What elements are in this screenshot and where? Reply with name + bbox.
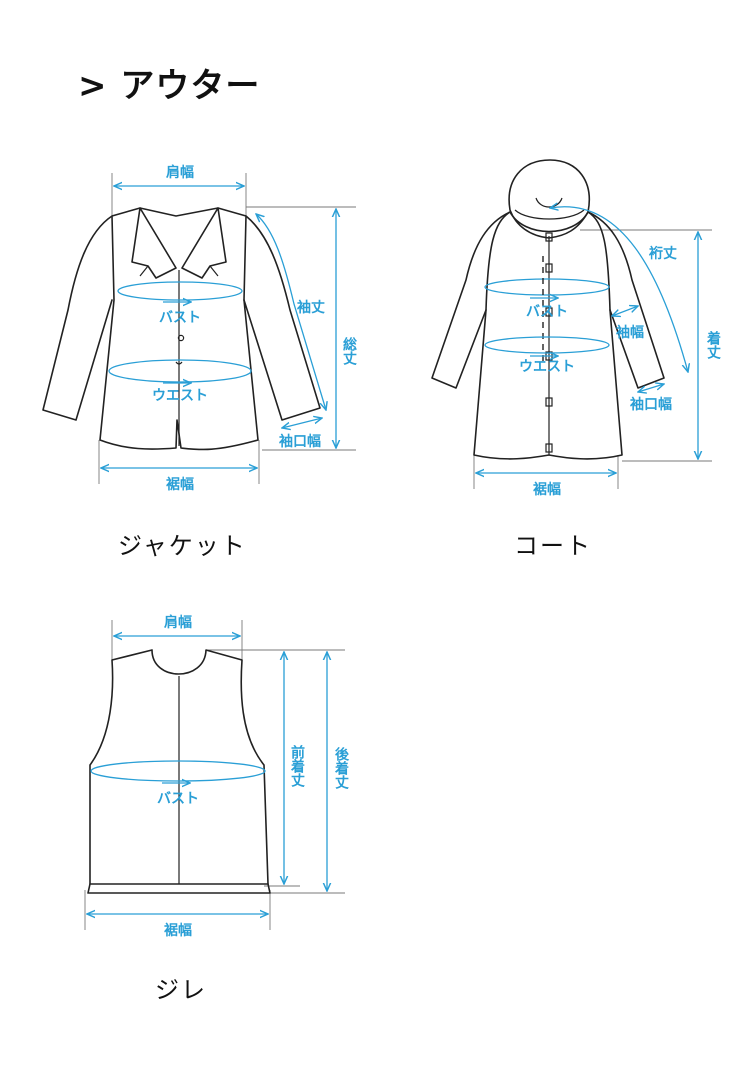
jacket-waist-label: ウエスト — [152, 388, 208, 404]
gilet-shoulder-label: 肩幅 — [164, 614, 192, 631]
coat-sleeve-width-label: 袖幅 — [616, 324, 644, 341]
coat-body — [473, 211, 623, 460]
gilet-front-length-label: 前着丈 — [289, 744, 306, 788]
jacket-right-sleeve — [243, 215, 321, 421]
coat-right-sleeve — [587, 211, 665, 389]
jacket-shoulder-label: 肩幅 — [166, 164, 194, 181]
coat-length-label: 着丈 — [705, 330, 722, 360]
jacket-hem-label: 裾幅 — [166, 476, 194, 493]
gilet-illustration: 肩幅 前着丈 後着丈 バスト 裾幅 — [84, 614, 350, 939]
coat-bust-label: バスト — [526, 304, 568, 320]
jacket-illustration: 肩幅 袖丈 総丈 バスト ウエスト 袖口幅 裾幅 — [42, 164, 357, 493]
jacket-body — [99, 207, 259, 451]
coat-illustration: 裄丈 着丈 バスト 袖幅 ウエスト 袖口幅 裾幅 — [431, 159, 722, 498]
gilet-caption: ジレ — [155, 976, 207, 1004]
gilet-back-hem — [87, 883, 271, 894]
coat-cuff-label: 袖口幅 — [630, 396, 672, 413]
coat-hood — [508, 159, 590, 239]
jacket-sleeve-label: 袖丈 — [297, 299, 325, 316]
coat-waist-label: ウエスト — [519, 359, 575, 375]
coat-yuki-label: 裄丈 — [648, 245, 677, 262]
jacket-cuff-label: 袖口幅 — [279, 433, 321, 450]
gilet-back-length-label: 後着丈 — [333, 746, 350, 790]
coat-hem-label: 裾幅 — [533, 481, 561, 498]
jacket-left-lapel — [131, 207, 177, 279]
gilet-bust-label: バスト — [157, 791, 199, 807]
coat-left-sleeve — [431, 211, 511, 389]
page-title: > アウター — [78, 66, 261, 106]
coat-caption: コート — [514, 532, 592, 560]
jacket-caption: ジャケット — [118, 532, 247, 560]
jacket-right-lapel — [181, 207, 227, 279]
jacket-left-sleeve — [42, 215, 113, 421]
jacket-bust-label: バスト — [159, 310, 201, 326]
gilet-hem-label: 裾幅 — [164, 922, 192, 939]
jacket-total-length-label: 総丈 — [341, 336, 357, 366]
